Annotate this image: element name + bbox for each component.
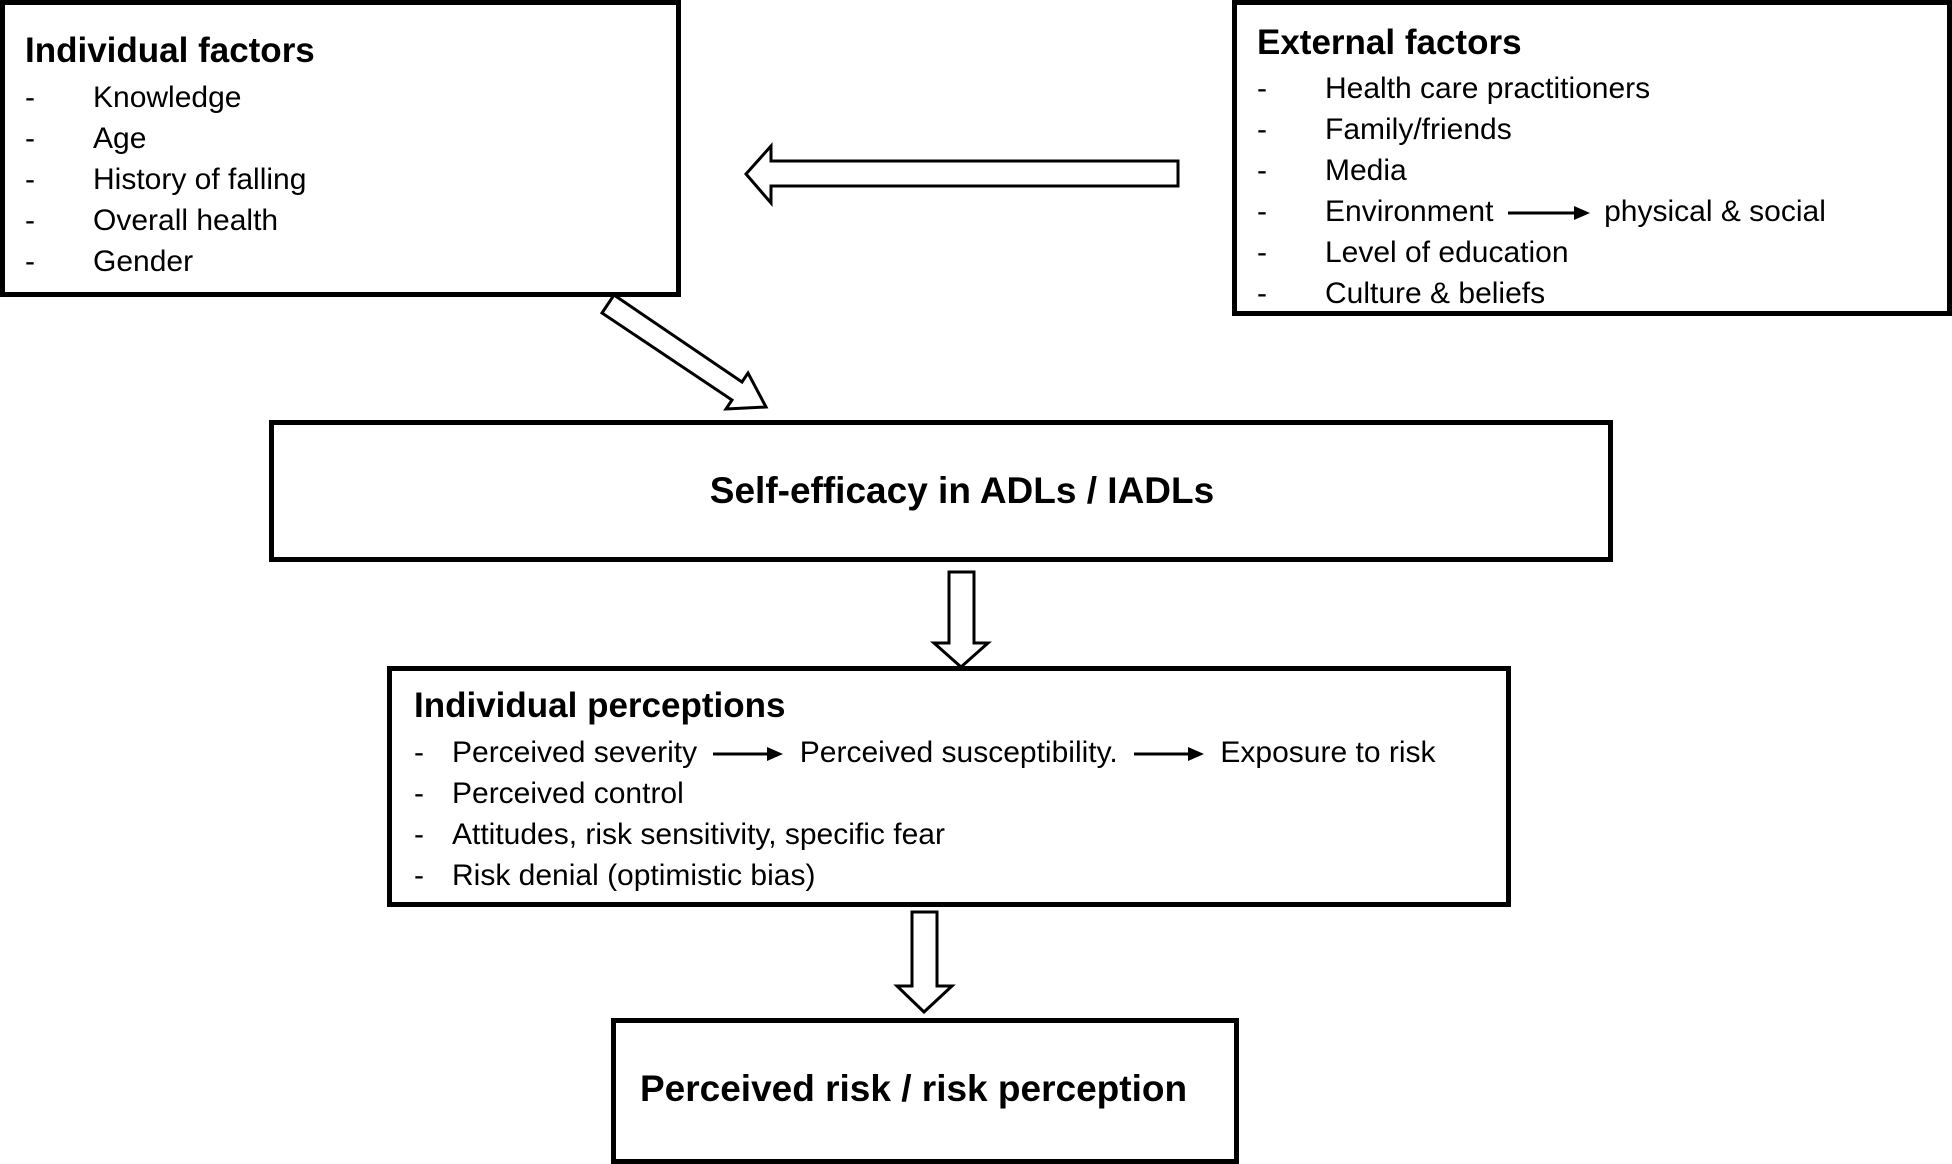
list-item: -Perceived control (414, 777, 684, 810)
individual-perceptions-list: - Perceived severity Perceived susceptib… (414, 732, 1504, 896)
chain-item: Perceived susceptibility. (799, 736, 1118, 769)
list-item: -Attitudes, risk sensitivity, specific f… (414, 818, 945, 851)
chain-item: Exposure to risk (1220, 736, 1436, 769)
external-factors-list: -Health care practitioners -Family/frien… (1257, 68, 1937, 314)
list-item: - Environment physical & social (1257, 195, 1826, 228)
environment-target: physical & social (1604, 195, 1826, 228)
down-block-arrow (893, 910, 956, 1015)
individual-factors-box: Individual factors -Knowledge -Age -Hist… (0, 0, 681, 297)
list-item: -Age (25, 122, 147, 155)
list-item: -Level of education (1257, 236, 1569, 269)
list-item: -Knowledge (25, 81, 242, 114)
perceived-risk-title: Perceived risk / risk perception (640, 1068, 1188, 1109)
left-block-arrow (744, 142, 1180, 208)
individual-factors-title: Individual factors (25, 31, 315, 70)
individual-perceptions-title: Individual perceptions (414, 686, 786, 725)
right-arrow-icon (1134, 747, 1205, 762)
diagonal-block-arrow (599, 292, 769, 411)
right-arrow-icon (713, 747, 784, 762)
list-item: -Media (1257, 154, 1407, 187)
perceived-risk-box: Perceived risk / risk perception (611, 1018, 1239, 1164)
list-item: -Family/friends (1257, 113, 1512, 146)
external-factors-title: External factors (1257, 23, 1522, 62)
chain-item: Perceived severity (452, 736, 698, 769)
down-block-arrow (930, 570, 992, 670)
list-item: -Health care practitioners (1257, 72, 1651, 105)
list-item: -Culture & beliefs (1257, 277, 1546, 310)
right-arrow-icon (1507, 206, 1590, 221)
environment-label: Environment (1325, 195, 1494, 228)
list-item: -Overall health (25, 204, 279, 237)
self-efficacy-box: Self-efficacy in ADLs / IADLs (269, 420, 1613, 562)
list-item: -Risk denial (optimistic bias) (414, 859, 816, 892)
self-efficacy-title: Self-efficacy in ADLs / IADLs (709, 470, 1215, 511)
list-item: -History of falling (25, 163, 307, 196)
perception-chain: - Perceived severity Perceived susceptib… (414, 736, 1436, 769)
individual-perceptions-box: Individual perceptions - Perceived sever… (387, 666, 1511, 907)
list-item: -Gender (25, 245, 194, 278)
external-factors-box: External factors -Health care practition… (1232, 0, 1952, 316)
individual-factors-list: -Knowledge -Age -History of falling -Ove… (25, 77, 665, 282)
